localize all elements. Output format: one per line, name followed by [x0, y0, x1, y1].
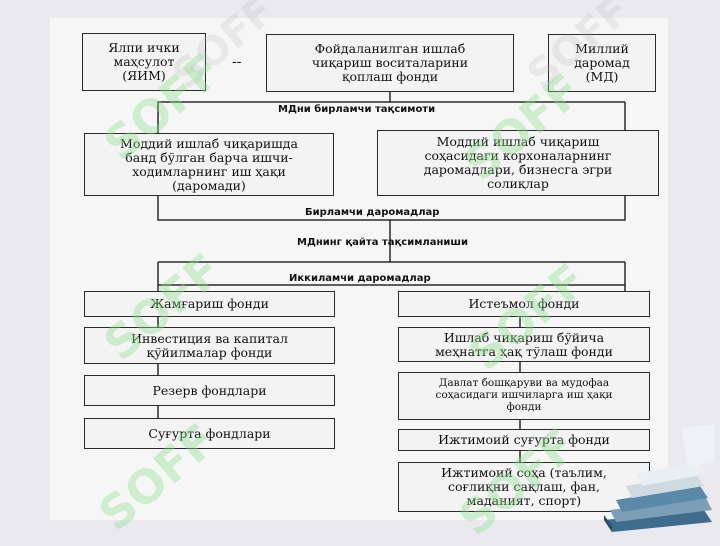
separator-dots: -- [232, 54, 242, 70]
wage-fund-box: Ишлаб чиқариш бўйича меҳнатга ҳақ тўлаш … [398, 327, 650, 362]
secondary-incomes-label: Иккиламчи даромадлар [289, 273, 431, 284]
government-wage-fund-box: Давлат бошқаруви ва мудофаа соҳасидаги и… [398, 372, 650, 420]
gdp-box: Ялпи ички маҳсулот (ЯИМ) [82, 33, 206, 91]
accumulation-fund-box: Жамғариш фонди [84, 291, 335, 317]
social-sphere-box: Ижтимоий соҳа (таълим, соғлиқни сақлаш, … [398, 462, 650, 512]
wages-box: Моддий ишлаб чиқаришда банд бўлган барча… [84, 133, 334, 196]
insurance-funds-box: Суғурта фондлари [84, 418, 335, 449]
books-icon [604, 424, 714, 532]
redistribution-label: МДнинг қайта тақсимланиши [297, 237, 469, 248]
reserve-funds-box: Резерв фондлари [84, 375, 335, 406]
primary-distribution-label: МДни бирламчи тақсимоти [278, 104, 436, 115]
national-income-box: Миллий даромад (МД) [548, 34, 656, 92]
investment-fund-box: Инвестиция ва капитал қўйилмалар фонди [84, 327, 335, 364]
replacement-fund-box: Фойдаланилган ишлаб чиқариш воситаларини… [266, 34, 514, 92]
enterprise-income-box: Моддий ишлаб чиқариш соҳасидаги корхонал… [377, 130, 659, 196]
consumption-fund-box: Истеъмол фонди [398, 291, 650, 317]
social-insurance-fund-box: Ижтимоий суғурта фонди [398, 429, 650, 451]
primary-incomes-label: Бирламчи даромадлар [305, 207, 440, 218]
